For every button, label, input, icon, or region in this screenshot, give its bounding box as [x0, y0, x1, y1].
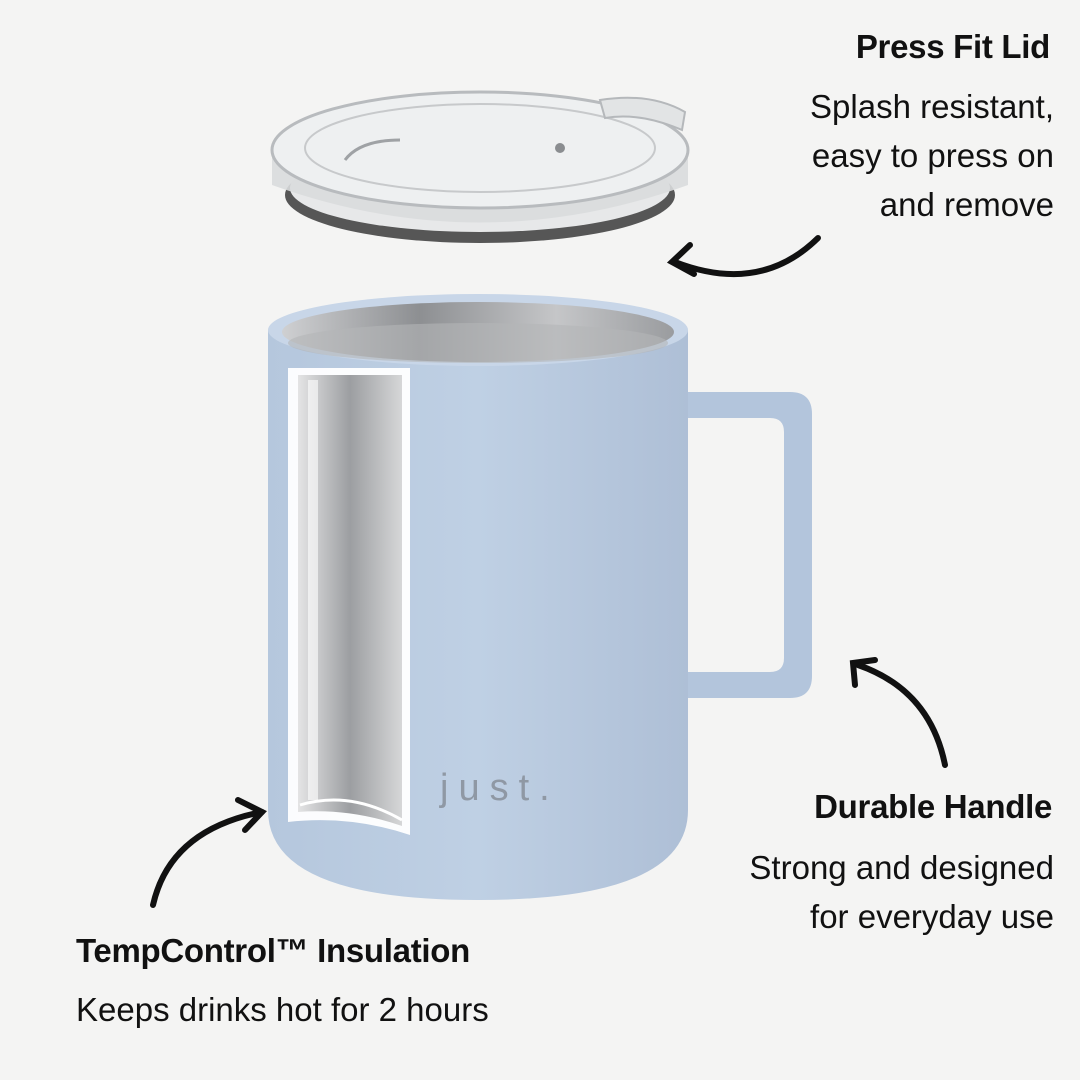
- lid-desc-line: and remove: [879, 186, 1054, 223]
- lid-feature-description: Splash resistant, easy to press on and r…: [634, 82, 1054, 229]
- lid-arrow: [666, 235, 821, 278]
- lid-desc-line: easy to press on: [811, 137, 1054, 174]
- lid-image: [270, 90, 690, 243]
- insulation-feature-title: TempControl™ Insulation: [76, 932, 470, 969]
- handle-arrow: [849, 657, 948, 768]
- handle-desc-line: Strong and designed: [749, 849, 1054, 886]
- handle-feature-title: Durable Handle: [814, 788, 1052, 825]
- insulation-feature-description: Keeps drinks hot for 2 hours: [76, 985, 636, 1034]
- insulation-desc-line: Keeps drinks hot for 2 hours: [76, 991, 489, 1028]
- brand-logo: just.: [439, 767, 560, 809]
- mug-image: just.: [268, 294, 688, 900]
- handle-image: [672, 392, 812, 698]
- handle-desc-line: for everyday use: [810, 898, 1054, 935]
- lid-feature-title: Press Fit Lid: [855, 28, 1050, 65]
- insulation-arrow: [150, 797, 267, 908]
- handle-feature-description: Strong and designed for everyday use: [594, 843, 1054, 941]
- lid-desc-line: Splash resistant,: [810, 88, 1054, 125]
